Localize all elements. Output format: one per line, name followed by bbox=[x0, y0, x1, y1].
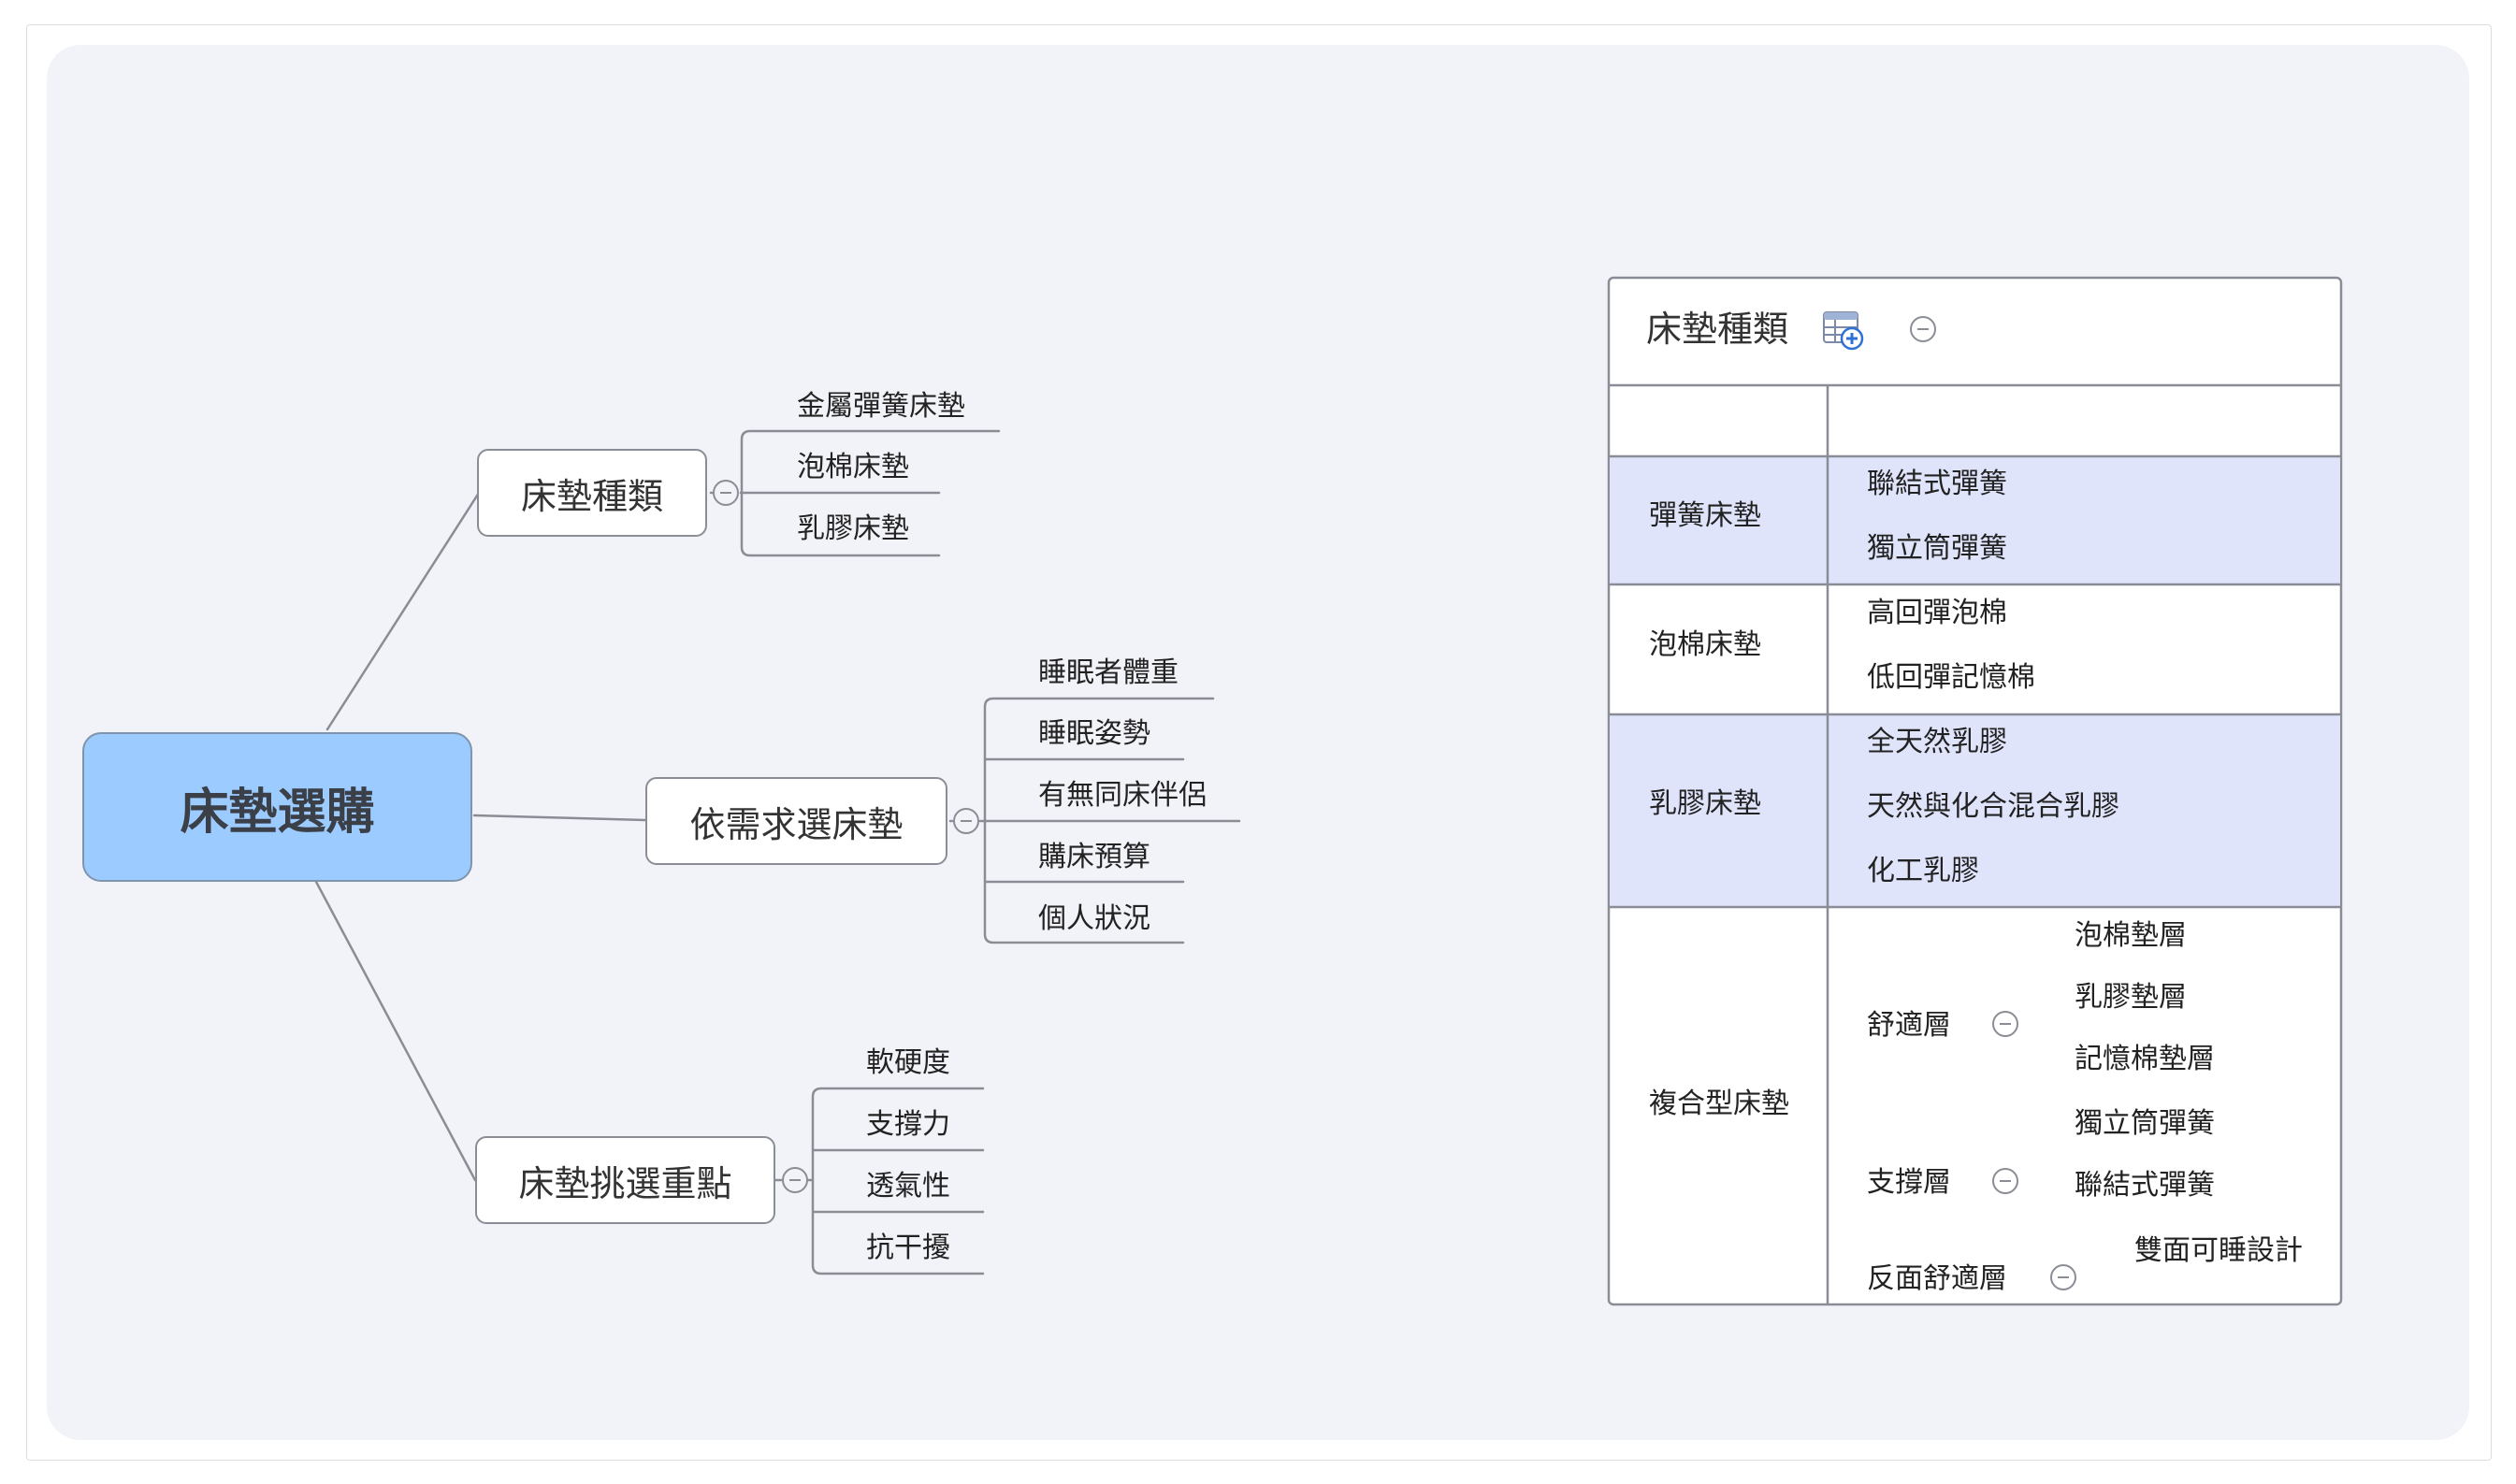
leaf-topic[interactable]: 有無同床伴侶 bbox=[1038, 779, 1207, 812]
table-add-icon[interactable] bbox=[1822, 309, 1865, 352]
leaf-topic[interactable]: 購床預算 bbox=[1038, 841, 1150, 873]
leaf-topic[interactable]: 個人狀況 bbox=[1038, 902, 1150, 935]
collapse-icon[interactable] bbox=[2050, 1264, 2076, 1290]
leaf-topic[interactable]: 泡棉床墊 bbox=[797, 451, 909, 483]
matrix-cell-item[interactable]: 天然與化合混合乳膠 bbox=[1867, 790, 2119, 823]
branch-topic-mattress-types[interactable]: 床墊種類 bbox=[477, 449, 707, 537]
matrix-leaf[interactable]: 泡棉墊層 bbox=[2075, 919, 2187, 952]
root-topic[interactable]: 床墊選購 bbox=[82, 732, 472, 882]
branch-topic-selection-points[interactable]: 床墊挑選重點 bbox=[475, 1136, 775, 1224]
matrix-leaf[interactable]: 記憶棉墊層 bbox=[2075, 1043, 2215, 1075]
branch-topic-choose-by-need[interactable]: 依需求選床墊 bbox=[645, 777, 947, 865]
leaf-topic[interactable]: 金屬彈簧床墊 bbox=[797, 390, 965, 423]
leaf-topic[interactable]: 乳膠床墊 bbox=[797, 512, 909, 545]
leaf-topic[interactable]: 睡眠者體重 bbox=[1038, 656, 1178, 689]
collapse-icon[interactable] bbox=[713, 480, 739, 506]
collapse-icon[interactable] bbox=[953, 808, 979, 834]
matrix-leaf[interactable]: 雙面可睡設計 bbox=[2134, 1234, 2303, 1267]
matrix-row-header[interactable]: 複合型床墊 bbox=[1649, 1088, 1789, 1120]
collapse-icon[interactable] bbox=[1992, 1011, 2018, 1037]
matrix-cell-item[interactable]: 全天然乳膠 bbox=[1867, 726, 2007, 758]
matrix-cell-item[interactable]: 高回彈泡棉 bbox=[1867, 597, 2007, 629]
connector-branch3-leaves bbox=[773, 1087, 985, 1275]
collapse-icon[interactable] bbox=[1992, 1168, 2018, 1194]
connector-root-branch3 bbox=[314, 880, 477, 1182]
connector-root-branch2 bbox=[472, 814, 647, 822]
matrix-row-header[interactable]: 泡棉床墊 bbox=[1649, 628, 1761, 661]
table-collapse-icon[interactable] bbox=[1910, 316, 1936, 342]
connector-branch2-leaves bbox=[948, 697, 1241, 944]
leaf-topic[interactable]: 抗干擾 bbox=[866, 1232, 950, 1264]
matrix-title[interactable]: 床墊種類 bbox=[1646, 309, 1789, 350]
matrix-cell-item[interactable]: 化工乳膠 bbox=[1867, 855, 1979, 887]
matrix-leaf[interactable]: 獨立筒彈簧 bbox=[2075, 1107, 2215, 1140]
branch-topic-label: 依需求選床墊 bbox=[689, 803, 904, 845]
branch-topic-label: 床墊挑選重點 bbox=[518, 1162, 732, 1204]
matrix-cell-item[interactable]: 聯結式彈簧 bbox=[1867, 468, 2007, 500]
matrix-row-header[interactable]: 乳膠床墊 bbox=[1649, 787, 1761, 820]
matrix-subtopic[interactable]: 反面舒適層 bbox=[1867, 1262, 2007, 1295]
root-topic-label: 床墊選購 bbox=[180, 784, 375, 841]
leaf-topic[interactable]: 軟硬度 bbox=[866, 1046, 950, 1079]
collapse-icon[interactable] bbox=[782, 1167, 808, 1193]
matrix-leaf[interactable]: 乳膠墊層 bbox=[2075, 981, 2187, 1014]
matrix-leaf[interactable]: 聯結式彈簧 bbox=[2075, 1169, 2215, 1202]
matrix-cell-item[interactable]: 低回彈記憶棉 bbox=[1867, 661, 2035, 694]
matrix-cell-item[interactable]: 獨立筒彈簧 bbox=[1867, 532, 2007, 565]
leaf-topic[interactable]: 睡眠姿勢 bbox=[1038, 717, 1150, 750]
leaf-topic[interactable]: 支撐力 bbox=[866, 1108, 950, 1141]
matrix-subtopic[interactable]: 支撐層 bbox=[1867, 1166, 1951, 1199]
connector-root-branch1 bbox=[325, 491, 481, 731]
matrix-row-header[interactable]: 彈簧床墊 bbox=[1649, 499, 1761, 532]
branch-topic-label: 床墊種類 bbox=[520, 475, 663, 517]
matrix-subtopic[interactable]: 舒適層 bbox=[1867, 1009, 1951, 1042]
leaf-topic[interactable]: 透氣性 bbox=[866, 1170, 950, 1203]
